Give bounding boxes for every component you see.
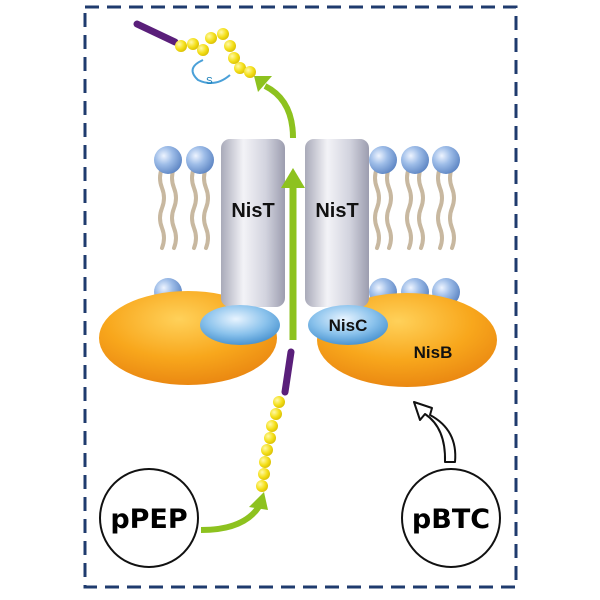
peptide-bead — [234, 62, 246, 74]
leader-peptide — [281, 348, 295, 396]
peptide-bead — [256, 480, 268, 492]
peptide-bead — [261, 444, 273, 456]
lipid-head — [432, 146, 460, 174]
peptide-bead — [259, 456, 271, 468]
peptide-bead — [273, 396, 285, 408]
thioether-ring — [191, 59, 231, 85]
export-arrow — [281, 168, 305, 340]
peptide-bead — [244, 66, 256, 78]
peptide-bead — [197, 44, 209, 56]
lipid-head — [186, 146, 214, 174]
peptide-bead — [270, 408, 282, 420]
lipid-head — [401, 146, 429, 174]
nisc-right — [308, 305, 388, 345]
peptide-bead — [224, 40, 236, 52]
pbtc-plasmid — [401, 468, 501, 568]
curved-export-arrow — [254, 76, 296, 139]
nisc-left — [200, 305, 280, 345]
lipid-head — [369, 146, 397, 174]
nist-right-block — [305, 139, 369, 307]
peptide-bead — [228, 52, 240, 64]
peptide-bead — [258, 468, 270, 480]
nist-right-label: NisT — [315, 200, 358, 222]
nist-left-block — [221, 139, 285, 307]
mature-peptide: S — [133, 20, 256, 87]
peptide-bead — [187, 38, 199, 50]
leader-peptide-top — [133, 20, 179, 46]
lipid-head — [154, 146, 182, 174]
peptide-bead — [175, 40, 187, 52]
ppep-plasmid — [99, 468, 199, 568]
prepeptide-chain — [256, 348, 295, 492]
sulfur-label: S — [206, 76, 213, 87]
nist-left-label: NisT — [231, 200, 274, 222]
peptide-bead — [266, 420, 278, 432]
ppep-label: pPEP — [110, 504, 187, 535]
peptide-bead — [217, 28, 229, 40]
nisc-label: NisC — [329, 316, 368, 335]
pbtc-arrow — [413, 401, 457, 463]
peptide-bead — [205, 32, 217, 44]
ppep-arrow — [200, 492, 268, 533]
nisb-label: NisB — [414, 343, 453, 362]
pbtc-label: pBTC — [412, 504, 490, 535]
peptide-bead — [264, 432, 276, 444]
